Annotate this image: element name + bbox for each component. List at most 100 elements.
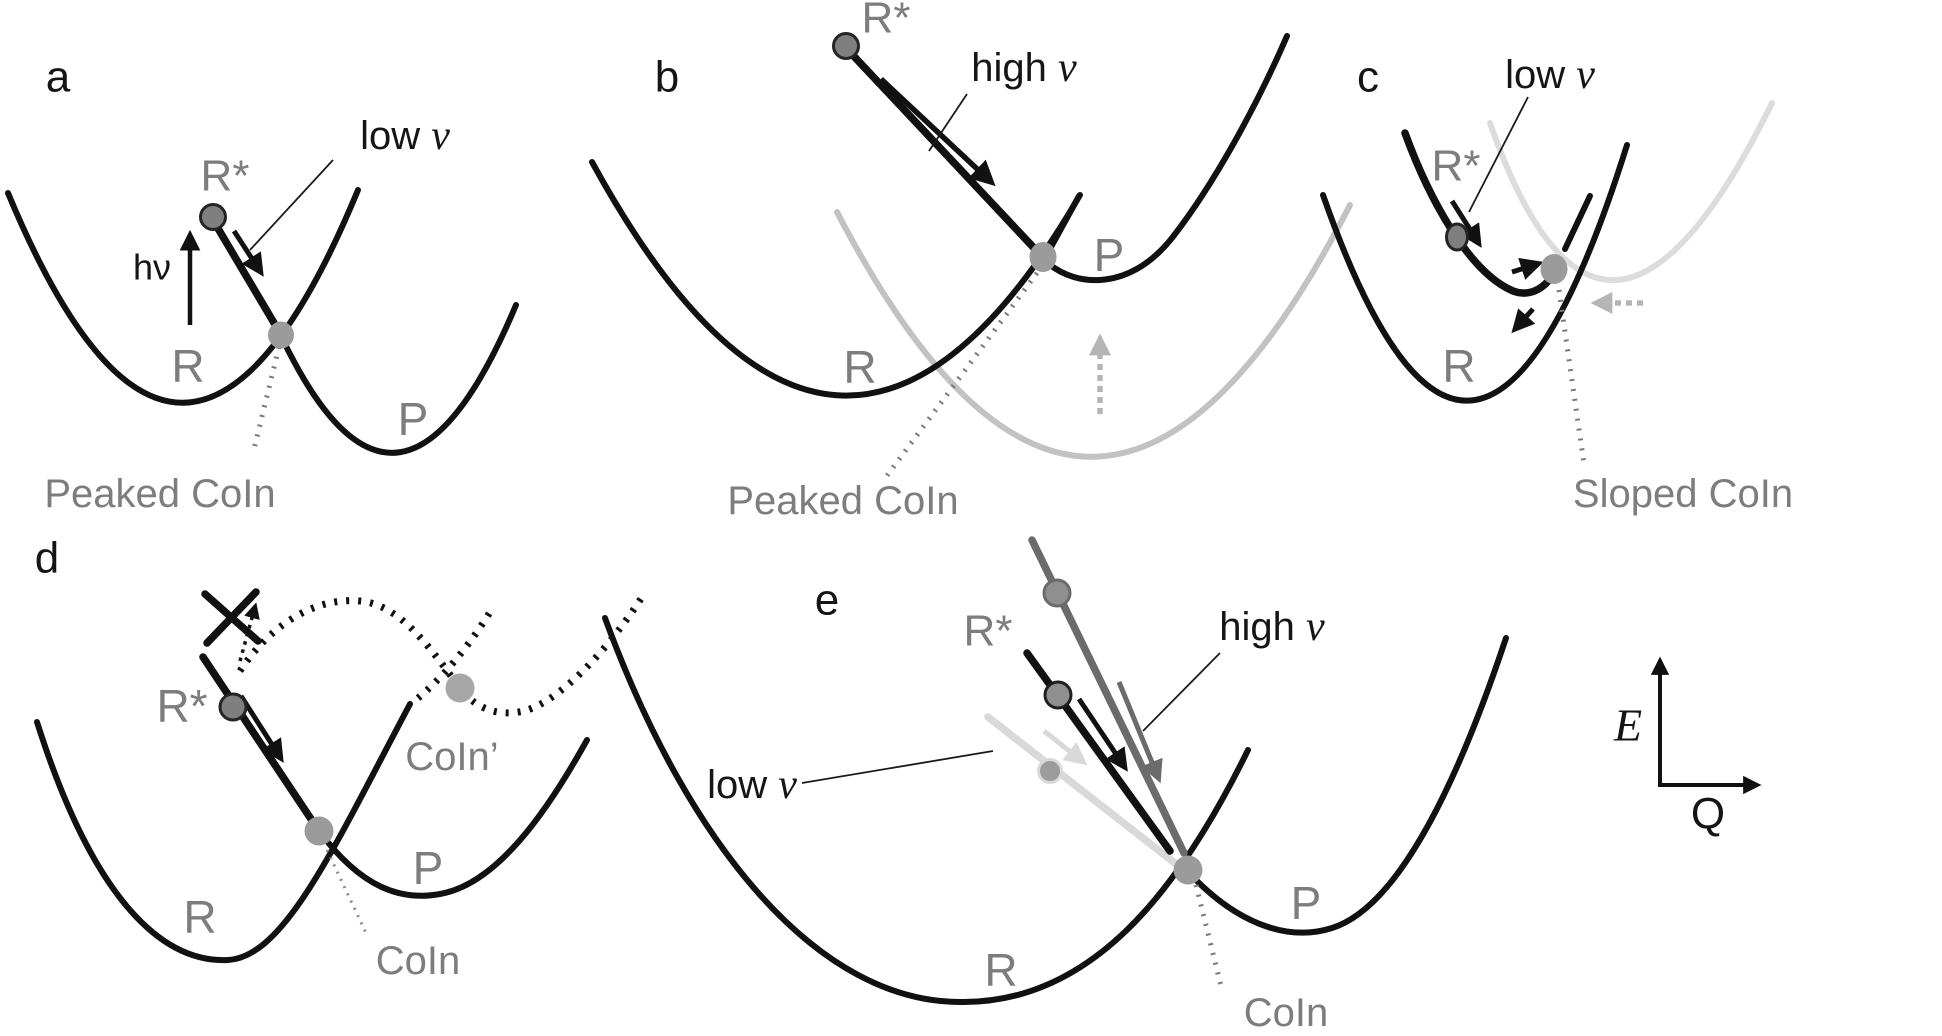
panel-b: b R* high v R P Peaked CoIn (589, 0, 1353, 523)
panel-a-coin-dot (268, 321, 294, 349)
panel-b-diabat-stub (1048, 193, 1082, 250)
panel-c-velocity-arrow (1449, 199, 1482, 248)
panel-a-velocity-label: low v (360, 113, 450, 159)
panel-e-low-v-pointer-line (801, 750, 994, 784)
panel-a-reactant-curve (5, 187, 361, 406)
panel-a-velocity-prefix: low (360, 114, 431, 158)
panel-b-reactant-label: R (843, 341, 876, 393)
panel-a-letter: a (46, 53, 71, 102)
axis-legend: E Q (1613, 656, 1762, 839)
panel-a-velocity-pointer-line (249, 159, 334, 251)
panel-c-shifted-product-curve (1487, 100, 1775, 284)
panel-e-velocity-arrow-light-gray (1042, 729, 1088, 766)
panel-b-coin-label: Peaked CoIn (727, 479, 958, 523)
panel-a: a R* hν low v R P Peaked CoIn (5, 53, 519, 516)
panel-d-reactant-curve (34, 701, 413, 964)
panel-d-product-label: P (413, 842, 444, 894)
panel-e-product-label: P (1291, 877, 1322, 929)
panel-b-velocity-label: high v (971, 45, 1077, 91)
panel-e-velocity-arrow-dark-gray (1116, 681, 1163, 784)
panel-d-coin-label: CoIn (376, 939, 461, 983)
panel-e-coin-dotted-line (1193, 884, 1225, 991)
panel-a-velocity-arrow (231, 229, 264, 277)
panel-d-excited-state-slope (199, 653, 323, 835)
panel-d-coin-dot (304, 816, 334, 846)
panel-e-velocity-arrow-black (1076, 697, 1128, 772)
panel-c-excited-wavepacket-dot (1445, 222, 1469, 252)
panel-e-low-velocity-symbol: v (778, 762, 797, 808)
panel-b-velocity-prefix: high (971, 46, 1058, 90)
panel-c-coin-dot (1540, 254, 1568, 284)
panel-c-diabat-stub (1562, 193, 1593, 252)
panel-d-velocity-arrow (238, 694, 284, 763)
panel-a-velocity-symbol: v (431, 113, 450, 159)
panel-c-oscillation-arrow-right (1511, 257, 1544, 280)
panel-e-high-v-wavepacket-dot (1042, 578, 1072, 608)
panel-c-reactant-label: R (1442, 340, 1475, 392)
panel-c-coin-label: Sloped CoIn (1573, 472, 1793, 516)
panel-d-excited-state-label: R* (156, 680, 207, 732)
panel-c-reactant-curve (1320, 142, 1630, 404)
panel-d-excited-wavepacket-dot (218, 692, 248, 722)
panel-c-letter: c (1357, 53, 1379, 102)
panel-c: c R* low v R Sloped CoIn (1320, 52, 1793, 516)
panel-a-reactant-label: R (171, 340, 204, 392)
panel-a-excited-state-slope (209, 216, 287, 342)
panel-d-product-curve (316, 737, 590, 899)
panel-e-coin-label: CoIn (1244, 991, 1329, 1035)
panel-e-reactant-label: R (984, 944, 1017, 996)
panel-e-excited-wavepacket-dot (1043, 680, 1073, 710)
panel-c-velocity-symbol: v (1576, 52, 1595, 98)
panel-e-excited-state-label: R* (964, 607, 1013, 656)
panel-a-photon-label: hν (133, 247, 171, 288)
panel-d-reactant-label: R (183, 891, 216, 943)
panel-a-coin-label: Peaked CoIn (44, 472, 275, 516)
coordinate-axis-label: Q (1691, 790, 1725, 839)
panel-d-coin-prime-label: CoIn’ (405, 735, 498, 779)
panel-b-coin-dot (1029, 242, 1057, 272)
panel-a-excited-state-label: R* (201, 152, 250, 201)
panel-b-coin-dotted-line (883, 271, 1040, 479)
panel-b-product-label: P (1094, 229, 1125, 281)
panel-b-velocity-pointer-line (928, 93, 968, 152)
panel-e-high-v-pointer-line (1142, 652, 1221, 732)
panel-c-excited-state-well (1401, 129, 1559, 297)
panel-b-reactant-curve (589, 159, 1083, 399)
panel-d: d R* CoIn’ R P CoIn (34, 534, 645, 983)
panel-e-product-curve (1193, 635, 1509, 936)
panel-b-excited-state-slope (844, 46, 1038, 252)
panel-b-excited-state-label: R* (862, 0, 911, 43)
panel-e: e R* high v low v R P CoIn (602, 536, 1509, 1035)
panel-b-velocity-symbol: v (1058, 45, 1077, 91)
panel-e-low-v-trajectory (984, 713, 1180, 868)
panel-b-product-curve (1046, 33, 1290, 283)
energy-axis-label: E (1613, 700, 1642, 751)
panel-e-low-velocity-prefix: low (707, 763, 778, 807)
panel-e-low-v-wavepacket-dot (1037, 758, 1063, 784)
panel-b-velocity-arrow (879, 76, 996, 187)
panel-d-x-mark (201, 588, 262, 647)
panel-d-upper-state-dotted-curve (237, 595, 645, 717)
panel-d-coin-prime-dot (445, 673, 475, 703)
panel-b-shifted-product-curve (834, 202, 1353, 460)
panel-c-oscillation-arrow-down (1511, 307, 1536, 334)
panel-e-high-velocity-label: high v (1219, 604, 1325, 650)
panel-d-letter: d (35, 534, 59, 583)
panel-e-high-velocity-symbol: v (1306, 604, 1325, 650)
panel-c-velocity-pointer-line (1468, 96, 1529, 213)
panel-a-product-label: P (398, 393, 429, 445)
panel-c-velocity-label: low v (1505, 52, 1595, 98)
panel-c-excited-state-label: R* (1432, 142, 1481, 191)
panel-e-letter: e (815, 576, 839, 625)
panel-c-velocity-prefix: low (1505, 53, 1576, 97)
panel-c-coin-dotted-line (1556, 289, 1587, 465)
panel-a-excited-wavepacket-dot (199, 203, 227, 231)
panel-a-product-curve (280, 302, 519, 456)
panel-e-high-velocity-prefix: high (1219, 605, 1306, 649)
panel-e-reactant-curve (602, 615, 1251, 1006)
panel-b-letter: b (655, 53, 679, 102)
panel-e-coin-dot (1173, 855, 1203, 885)
panel-e-low-velocity-label: low v (707, 762, 797, 808)
